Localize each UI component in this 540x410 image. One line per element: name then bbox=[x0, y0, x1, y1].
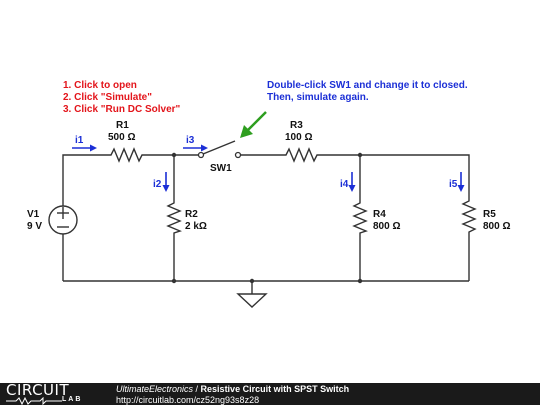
i4-label: i4 bbox=[340, 179, 349, 190]
voltage-source-v1[interactable] bbox=[48, 205, 78, 235]
footer-circuit-title[interactable]: Resistive Circuit with SPST Switch bbox=[200, 384, 350, 394]
current-arrow-i2 bbox=[162, 172, 170, 192]
junction-dot bbox=[357, 278, 363, 284]
v1-value: 9 V bbox=[27, 221, 42, 232]
instruction-step-2: 2. Click "Simulate" bbox=[63, 92, 152, 103]
current-arrow-i1 bbox=[72, 144, 97, 152]
r3-name: R3 bbox=[290, 120, 303, 131]
resistor-r4[interactable] bbox=[352, 200, 368, 235]
junction-dot bbox=[171, 152, 177, 158]
v1-name: V1 bbox=[27, 209, 40, 220]
switch-note-line-2: Then, simulate again. bbox=[267, 92, 369, 103]
i1-label: i1 bbox=[75, 135, 84, 146]
junction-dot bbox=[249, 278, 255, 284]
instruction-step-1: 1. Click to open bbox=[63, 80, 137, 91]
junction-dot bbox=[171, 278, 177, 284]
r2-value: 2 kΩ bbox=[185, 221, 207, 232]
footer-url-link[interactable]: http://circuitlab.com/cz52ng93s8z28 bbox=[116, 395, 260, 405]
resistor-r1[interactable] bbox=[108, 147, 145, 163]
pointer-arrow-icon bbox=[240, 111, 267, 138]
r3-value: 100 Ω bbox=[285, 132, 312, 143]
r4-value: 800 Ω bbox=[373, 221, 400, 232]
r1-value: 500 Ω bbox=[108, 132, 135, 143]
current-arrow-i5 bbox=[457, 172, 465, 192]
footer-info: UltimateElectronics / Resistive Circuit … bbox=[116, 384, 349, 406]
logo-waveform-icon bbox=[6, 397, 62, 405]
i5-label: i5 bbox=[449, 179, 458, 190]
resistor-r5[interactable] bbox=[461, 195, 477, 235]
circuitlab-logo[interactable]: CIRCUIT bbox=[6, 381, 70, 399]
sw1-name: SW1 bbox=[210, 163, 232, 174]
resistor-r2[interactable] bbox=[166, 200, 182, 235]
ground-icon[interactable] bbox=[236, 293, 268, 308]
i2-label: i2 bbox=[153, 179, 162, 190]
instruction-step-3: 3. Click "Run DC Solver" bbox=[63, 104, 181, 115]
r5-name: R5 bbox=[483, 209, 496, 220]
r4-name: R4 bbox=[373, 209, 386, 220]
r5-value: 800 Ω bbox=[483, 221, 510, 232]
junction-dot bbox=[357, 152, 363, 158]
r1-name: R1 bbox=[116, 120, 129, 131]
circuitlab-logo-sub: LAB bbox=[62, 396, 83, 403]
wires bbox=[62, 154, 470, 294]
footer-separator: / bbox=[193, 384, 201, 394]
switch-note-line-1: Double-click SW1 and change it to closed… bbox=[267, 80, 468, 91]
current-arrow-i4 bbox=[348, 172, 356, 192]
current-arrow-i3 bbox=[183, 144, 208, 152]
i3-label: i3 bbox=[186, 135, 195, 146]
switch-sw1[interactable] bbox=[197, 140, 242, 159]
footer-author-link[interactable]: UltimateElectronics bbox=[116, 384, 194, 394]
resistor-r3[interactable] bbox=[283, 147, 319, 163]
r2-name: R2 bbox=[185, 209, 198, 220]
footer-bar bbox=[0, 383, 540, 405]
